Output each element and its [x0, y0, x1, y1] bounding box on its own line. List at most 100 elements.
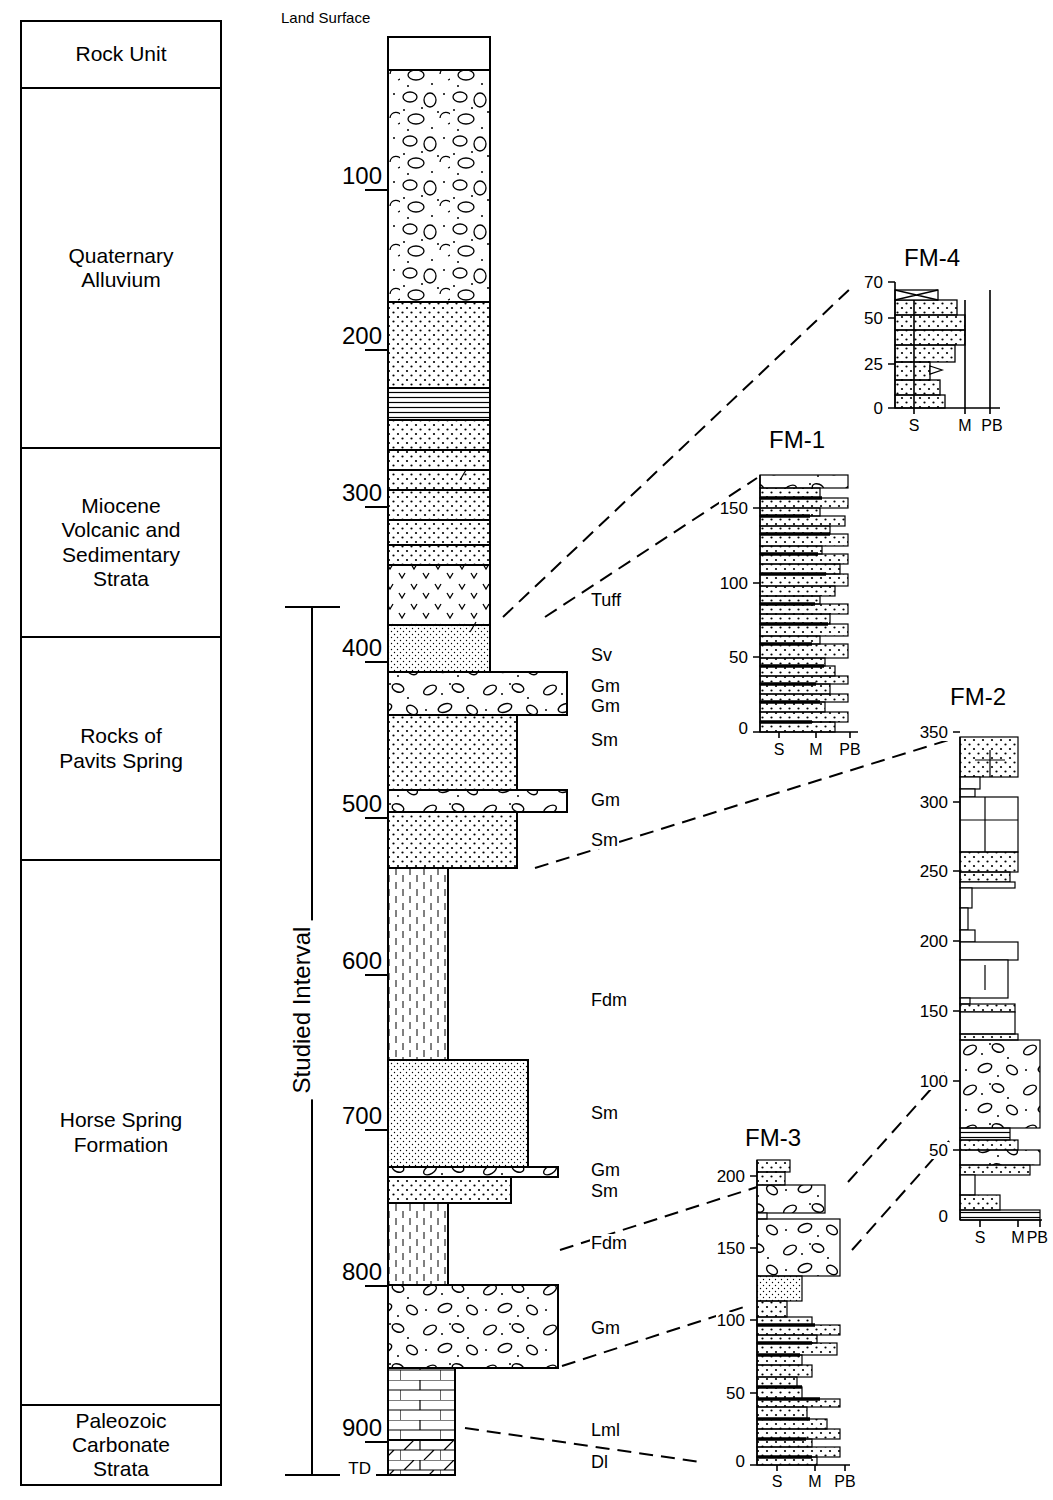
facies-code: Dl	[590, 1453, 609, 1471]
section-title: FM-1	[768, 428, 826, 452]
section-fm3	[757, 1343, 837, 1355]
section-fm2	[960, 1034, 1018, 1040]
section-fm2	[960, 797, 1018, 852]
main-column	[388, 450, 490, 470]
facies-code: Fdm	[590, 1234, 628, 1252]
section-fm3	[757, 1172, 785, 1185]
main-column	[388, 672, 567, 715]
grain-size: M	[807, 1474, 822, 1490]
section-fm2	[960, 777, 980, 789]
section-fm2	[960, 1175, 975, 1195]
section-fm2	[960, 882, 1015, 888]
section-fm4	[895, 330, 965, 345]
section-fm2	[960, 1150, 1040, 1165]
section-scale: 200	[919, 933, 949, 950]
main-column	[388, 37, 490, 70]
section-scale: 25	[863, 356, 884, 373]
correlation-line	[852, 1140, 950, 1250]
interval-bracket	[285, 607, 340, 1475]
section-fm2	[960, 852, 1018, 872]
depth-label: TD	[347, 1460, 372, 1477]
main-column	[388, 37, 567, 1475]
section-fm1	[760, 574, 848, 586]
section-fm1	[760, 498, 830, 722]
section-fm3	[757, 1387, 802, 1399]
grain-size: M	[808, 742, 823, 758]
section-scale: 300	[919, 794, 949, 811]
section-scale: 250	[919, 863, 949, 880]
section-scale: 50	[728, 649, 749, 666]
section-fm3	[757, 1160, 790, 1172]
main-column	[460, 470, 476, 632]
depth-label: 300	[341, 481, 383, 505]
facies-code: Sm	[590, 731, 619, 749]
rock-unit-name: Paleozoic Carbonate Strata	[58, 1409, 184, 1481]
correlation-line	[562, 1305, 750, 1366]
section-fm3	[750, 1160, 850, 1471]
main-column	[388, 812, 517, 868]
section-scale: 150	[716, 1240, 746, 1257]
section-fm2	[960, 998, 970, 1004]
rock-unit-name: Rock Unit	[75, 42, 166, 66]
section-scale: 0	[938, 1208, 949, 1225]
section-fm2	[960, 942, 1018, 960]
section-scale: 0	[873, 400, 884, 417]
section-fm3	[757, 1213, 767, 1219]
section-fm4	[895, 362, 930, 380]
section-fm2	[960, 960, 1008, 998]
main-column	[388, 625, 490, 672]
section-fm3	[757, 1325, 820, 1457]
section-scale: 100	[719, 575, 749, 592]
section-scale: 100	[716, 1312, 746, 1329]
grain-size: M	[1010, 1230, 1025, 1246]
grain-size: S	[974, 1230, 987, 1246]
rock-unit-box: Quaternary Alluvium	[20, 87, 222, 449]
facies-code: Sm	[590, 831, 619, 849]
main-column	[388, 715, 517, 790]
main-column	[388, 565, 490, 625]
section-fm2	[960, 930, 975, 942]
depth-label: 700	[341, 1104, 383, 1128]
main-column	[388, 70, 490, 302]
interval-bracket	[285, 607, 340, 1475]
section-fm2	[975, 750, 1005, 777]
main-column	[388, 520, 490, 545]
facies-code: Sv	[590, 646, 613, 664]
section-fm4	[895, 345, 955, 362]
main-column	[388, 1368, 455, 1440]
depth-label: 400	[341, 636, 383, 660]
correlation-line	[503, 287, 852, 617]
main-column	[388, 545, 490, 565]
section-fm3	[757, 1301, 787, 1317]
rock-unit-name: Miocene Volcanic and Sedimentary Strata	[58, 494, 184, 591]
section-fm2	[960, 789, 975, 797]
facies-code: Sm	[590, 1104, 619, 1122]
section-scale: 150	[919, 1003, 949, 1020]
main-column	[388, 1177, 511, 1203]
section-fm2	[953, 732, 1042, 1227]
section-fm1	[760, 624, 848, 636]
section-fm2	[953, 732, 1042, 1227]
grain-size: PB	[838, 742, 861, 758]
section-fm1	[760, 475, 848, 488]
rock-unit-name: Rocks of Pavits Spring	[58, 724, 184, 772]
section-fm2	[960, 872, 1010, 882]
grain-size: S	[771, 1474, 784, 1490]
main-column	[388, 1167, 558, 1177]
rock-unit-box: Miocene Volcanic and Sedimentary Strata	[20, 447, 222, 638]
main-column	[388, 1060, 528, 1167]
grain-size: PB	[1026, 1230, 1049, 1246]
correlation-line	[465, 1428, 700, 1462]
rock-unit-name: Horse Spring Formation	[58, 1108, 184, 1156]
section-fm2	[960, 737, 1018, 777]
section-title: FM-4	[903, 246, 961, 270]
main-column	[388, 420, 490, 450]
section-fm2	[960, 1140, 1018, 1150]
section-fm2	[960, 1165, 1030, 1175]
facies-code: Fdm	[590, 991, 628, 1009]
facies-code: Gm	[590, 1319, 621, 1337]
correlation-line	[535, 738, 955, 868]
facies-code: Gm	[590, 791, 621, 809]
surface-label: Land Surface	[280, 10, 371, 25]
